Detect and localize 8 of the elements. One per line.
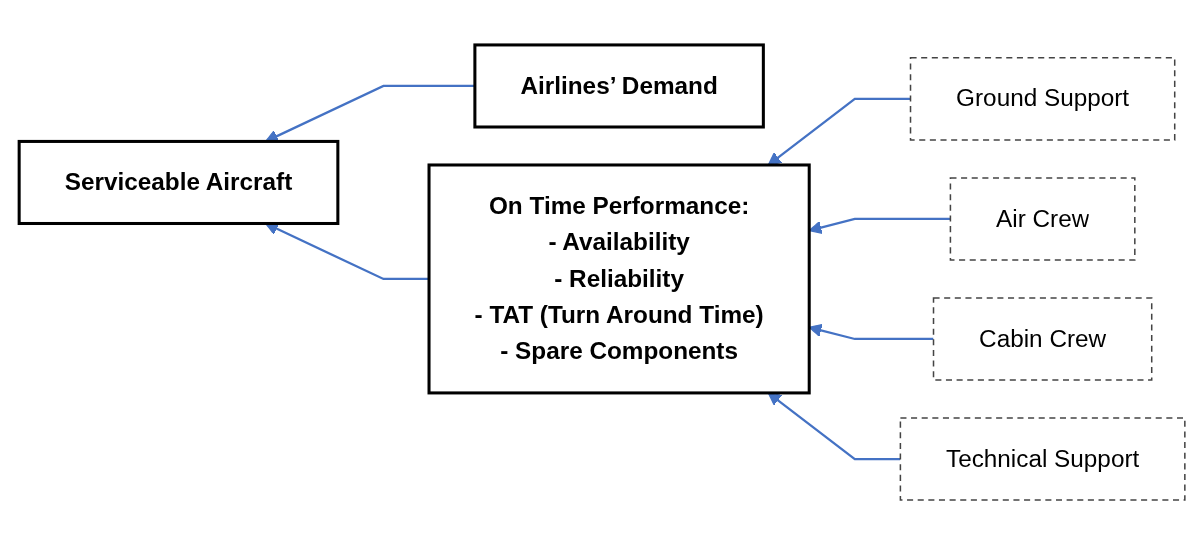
node-box: Ground Support <box>909 57 1175 141</box>
node-box: Air Crew <box>949 177 1136 261</box>
node-box: Cabin Crew <box>932 297 1152 381</box>
arrow <box>767 392 900 461</box>
node-box: Airlines’ Demand <box>472 43 765 129</box>
node-box: Serviceable Aircraft <box>17 139 339 225</box>
node-box: Technical Support <box>899 417 1186 501</box>
node-box: On Time Performance: - Availability - Reliability - TAT (Turn Around Time) - Spare Components <box>427 163 811 395</box>
